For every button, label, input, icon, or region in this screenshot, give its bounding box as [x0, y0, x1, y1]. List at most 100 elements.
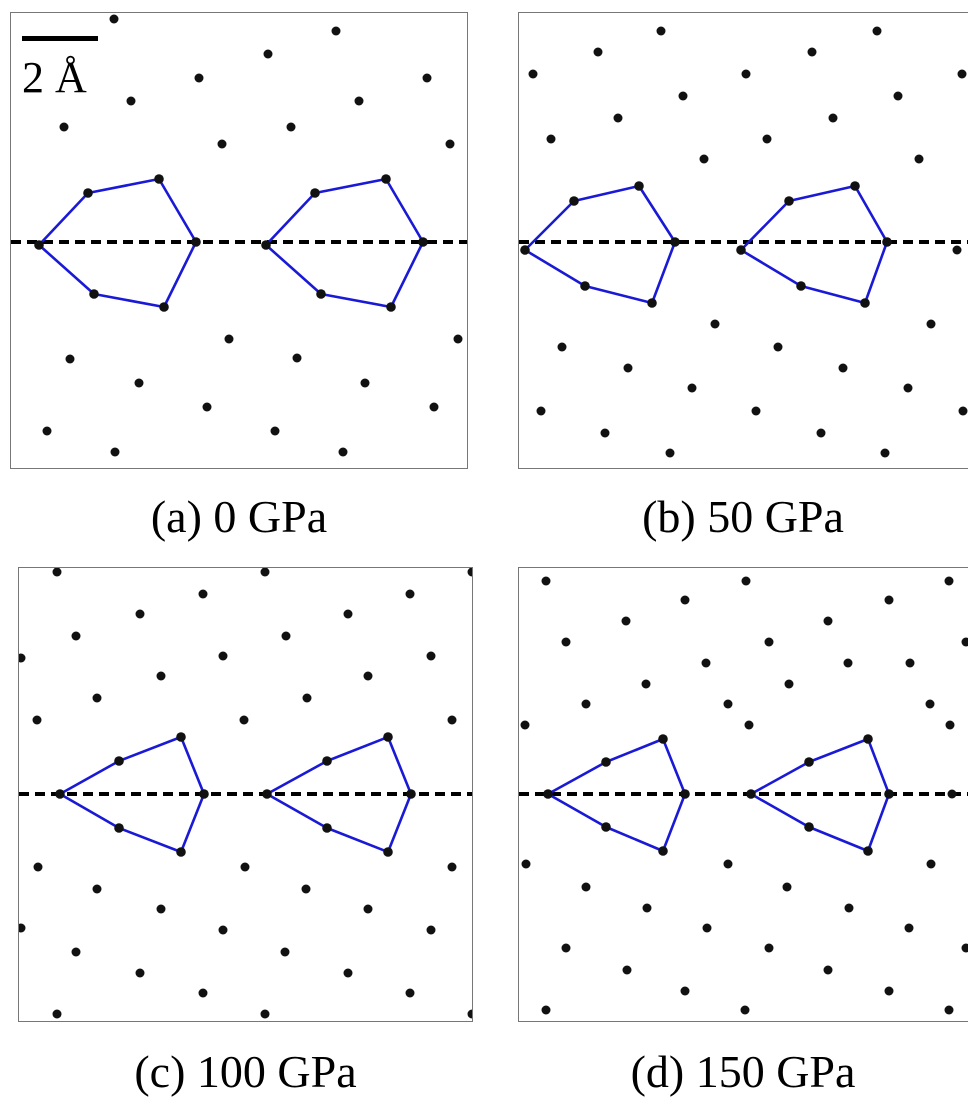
atom — [426, 925, 436, 935]
atom — [561, 943, 571, 953]
atom — [52, 1009, 62, 1019]
atom — [952, 245, 962, 255]
ring-atom — [569, 196, 579, 206]
ring-atom — [83, 188, 93, 198]
ring-atom — [386, 302, 396, 312]
atom — [656, 26, 666, 36]
atom — [405, 988, 415, 998]
ring-atom — [850, 181, 860, 191]
atom — [218, 651, 228, 661]
ring-atom — [176, 732, 186, 742]
panel-d — [518, 567, 968, 1022]
atom — [621, 616, 631, 626]
ring-atom — [784, 196, 794, 206]
ring-atom — [520, 245, 530, 255]
atom — [958, 406, 968, 416]
ring-atom — [191, 237, 201, 247]
atom — [678, 91, 688, 101]
atom — [541, 576, 551, 586]
ring-atom — [34, 240, 44, 250]
atom — [823, 965, 833, 975]
atom — [194, 73, 204, 83]
atom — [903, 383, 913, 393]
ring-atom — [383, 847, 393, 857]
atom — [135, 609, 145, 619]
ring-atom — [796, 281, 806, 291]
atom — [701, 658, 711, 668]
atom — [957, 69, 967, 79]
atom — [360, 378, 370, 388]
ring-atom — [746, 789, 756, 799]
atom — [593, 47, 603, 57]
ring-atom — [670, 237, 680, 247]
ring-atom — [89, 289, 99, 299]
atom — [447, 862, 457, 872]
ring-atom — [601, 822, 611, 832]
atom — [92, 693, 102, 703]
atom — [71, 631, 81, 641]
atom — [71, 947, 81, 957]
atom — [782, 882, 792, 892]
panel-b-caption: (b) 50 GPa — [642, 491, 844, 542]
atom — [843, 658, 853, 668]
atom — [687, 383, 697, 393]
atom — [904, 923, 914, 933]
atom — [680, 986, 690, 996]
panel-c-plot — [19, 568, 472, 1019]
ring-atom — [322, 823, 332, 833]
atom — [240, 862, 250, 872]
atom — [405, 589, 415, 599]
ring-polygon — [523, 184, 677, 305]
atom — [884, 595, 894, 605]
ring-atom — [199, 789, 209, 799]
atom — [239, 715, 249, 725]
atom — [135, 968, 145, 978]
ring-polygon — [749, 737, 891, 853]
atom — [286, 122, 296, 132]
atom — [59, 122, 69, 132]
atom — [156, 904, 166, 914]
atom — [744, 720, 754, 730]
atom — [301, 884, 311, 894]
atom — [260, 1009, 270, 1019]
atom — [844, 903, 854, 913]
ring-atom — [154, 174, 164, 184]
atom — [944, 1005, 954, 1015]
atom — [156, 671, 166, 681]
atom — [740, 1005, 750, 1015]
atom — [741, 69, 751, 79]
atom — [710, 319, 720, 329]
atom — [126, 96, 136, 106]
atom — [816, 428, 826, 438]
atom — [926, 859, 936, 869]
atom — [331, 26, 341, 36]
atom — [426, 651, 436, 661]
atom — [32, 715, 42, 725]
panel-b-plot — [519, 26, 968, 458]
ring-atom — [176, 847, 186, 857]
panel-d-plot — [519, 576, 968, 1015]
atom — [521, 859, 531, 869]
atom — [680, 595, 690, 605]
atom — [363, 671, 373, 681]
ring-atom — [680, 789, 690, 799]
atom — [217, 139, 227, 149]
panel-d-caption: (d) 150 GPa — [630, 1046, 856, 1097]
atom — [134, 378, 144, 388]
atom — [302, 693, 312, 703]
scale-bar — [22, 36, 98, 41]
atom — [467, 1009, 472, 1019]
panel-c — [18, 567, 473, 1022]
atom — [925, 699, 935, 709]
atom — [198, 988, 208, 998]
atom — [363, 904, 373, 914]
atom — [905, 658, 915, 668]
ring-atom — [262, 789, 272, 799]
atom — [764, 637, 774, 647]
panel-b — [518, 12, 968, 469]
ring-atom — [316, 289, 326, 299]
atom — [723, 859, 733, 869]
atom — [52, 568, 62, 577]
atom — [893, 91, 903, 101]
atom — [880, 448, 890, 458]
